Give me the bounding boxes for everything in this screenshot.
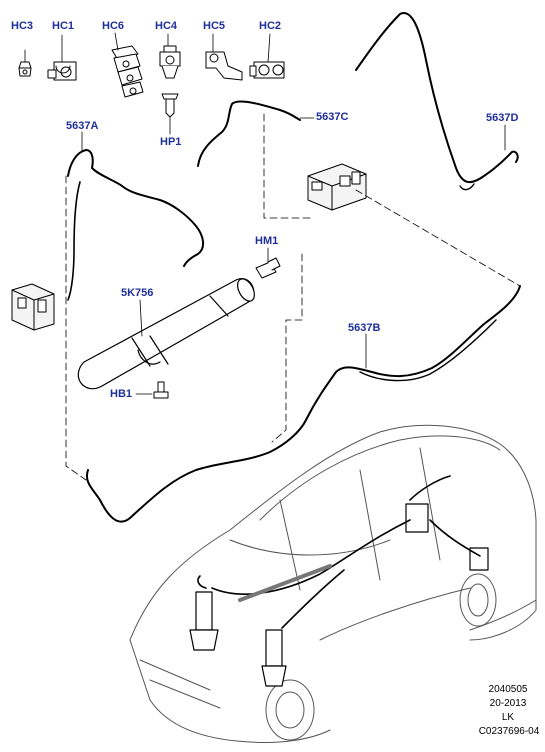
callout-hm1: HM1 [255, 235, 279, 247]
callout-hp1: HP1 [160, 136, 182, 148]
valve-block-front [11, 283, 55, 331]
valve-block-rear [307, 163, 367, 211]
callout-hc3: HC3 [11, 20, 34, 32]
callout-hc4: HC4 [155, 20, 178, 32]
callout-5637c: 5637C [316, 111, 349, 123]
bolt-hb1 [135, 381, 169, 399]
plug-hp1-part [161, 93, 179, 135]
callout-5637a: 5637A [66, 120, 99, 132]
vehicle-outline [129, 424, 537, 743]
vehicle-wheels [265, 573, 497, 741]
callout-5637b: 5637B [348, 322, 381, 334]
clip-hc3-part [18, 49, 32, 77]
reference-code: C0237696-04 [478, 726, 540, 737]
fitting-hm1 [255, 247, 281, 279]
pipe-5637a [67, 131, 204, 301]
clip-hc6-part [111, 32, 144, 98]
reference-initials: LK [501, 712, 515, 723]
clip-hc1-part [47, 34, 77, 81]
clip-hc5-part [205, 33, 243, 81]
dashed-leader-lines [37, 113, 521, 481]
air-reservoir-5k756 [77, 278, 255, 390]
clip-hc4-part [159, 33, 181, 79]
callout-hc6: HC6 [102, 20, 125, 32]
rear-air-springs [405, 503, 489, 571]
pipe-5637b [86, 285, 521, 523]
reference-number: 2040505 [488, 684, 528, 695]
pipe-5637d [355, 12, 519, 191]
callout-hc5: HC5 [203, 20, 226, 32]
reference-date: 20-2013 [489, 698, 527, 709]
front-air-springs [189, 591, 287, 687]
pipe-5637c [197, 100, 315, 167]
callout-hc2: HC2 [259, 20, 282, 32]
vehicle-pipe-routing [197, 475, 481, 629]
callout-5637d: 5637D [486, 112, 519, 124]
callout-hc1: HC1 [52, 20, 75, 32]
callout-hb1: HB1 [110, 388, 133, 400]
clip-hc2-part [249, 33, 285, 79]
callout-5k756: 5K756 [121, 287, 154, 299]
